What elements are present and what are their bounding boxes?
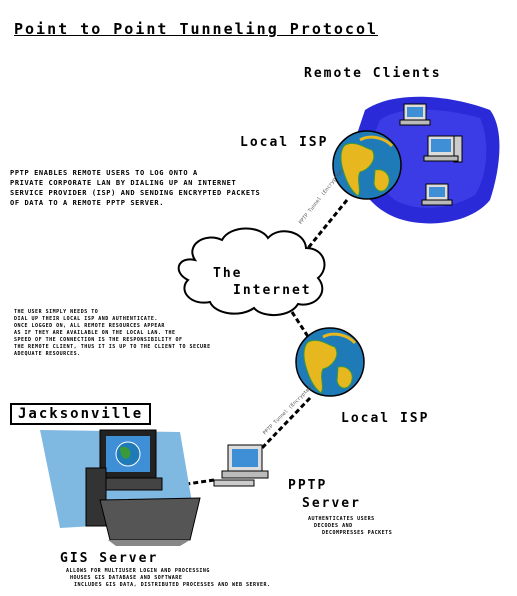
computer-icon [423, 135, 463, 163]
gis-server-image [40, 429, 201, 546]
pptp-server-label-1: PPTP [288, 478, 328, 493]
tunnel-line-bottom [260, 396, 312, 450]
local-isp-top-label: Local ISP [240, 135, 329, 150]
gis-server-label: GIS Server [60, 551, 159, 566]
internet-label-1: The [213, 266, 243, 281]
pptp-server-notes: Authenticates users Decodes and Decompre… [308, 516, 393, 536]
user-note-text: The user simply needs to dial up their l… [14, 309, 211, 357]
jacksonville-label: Jacksonville [10, 403, 152, 425]
pptp-intro-text: PPTP enables remote users to log onto a … [10, 169, 261, 207]
globe-icon [295, 327, 365, 397]
gis-server-notes: Allows for multiuser login and processin… [66, 568, 271, 588]
computer-icon [399, 103, 431, 126]
internet-label-2: Internet [233, 283, 312, 298]
computer-icon [421, 183, 453, 206]
globe-icon [332, 130, 402, 200]
pptp-server-label-2: Server [302, 496, 361, 511]
local-isp-bottom-label: Local ISP [341, 411, 430, 426]
cloud-icon [177, 227, 326, 316]
workstation-icon [213, 444, 269, 487]
page-title: Point to Point Tunneling Protocol [14, 20, 379, 38]
tunnel-line-top [298, 199, 349, 259]
remote-clients-label: Remote Clients [304, 66, 442, 81]
